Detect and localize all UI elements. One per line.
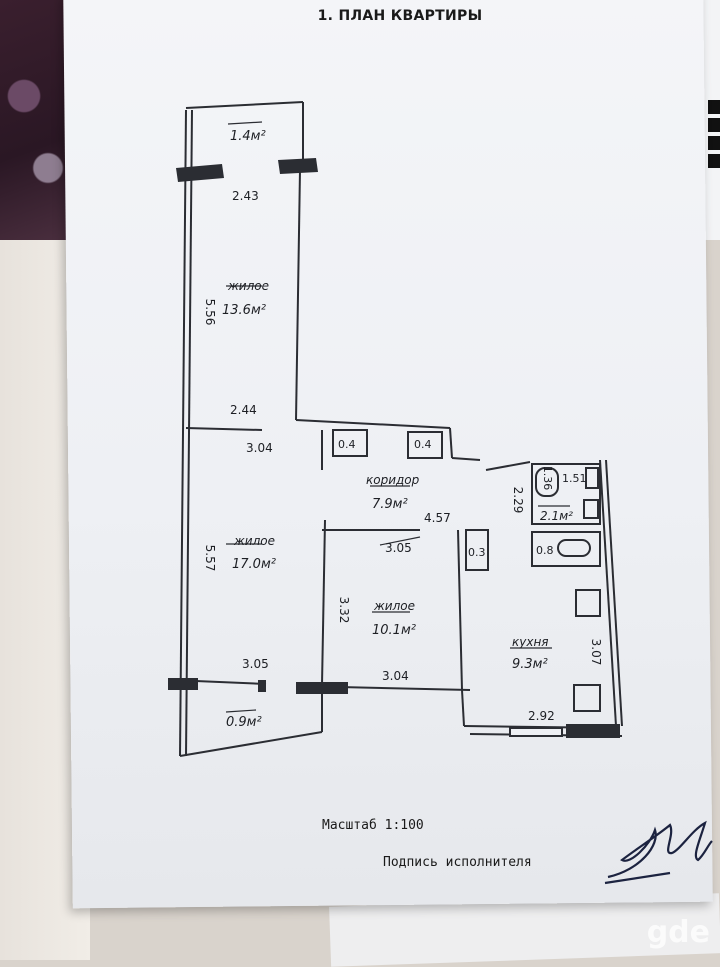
dim-4-57: 4.57 <box>424 511 451 525</box>
room3-left-wall <box>321 519 326 686</box>
closet-1-box <box>332 429 368 457</box>
dim-2-92: 2.92 <box>528 709 555 723</box>
page-edge-mark <box>708 118 720 132</box>
window-room3 <box>296 682 348 694</box>
dim-2-29: 2.29 <box>511 487 525 514</box>
kitchen-right-wall <box>599 459 617 727</box>
room-1-name: жилое <box>227 279 269 293</box>
toilet-icon <box>557 539 591 557</box>
page-title: 1. ПЛАН КВАРТИРЫ <box>317 8 483 24</box>
toilet-area: 0.8 <box>536 544 554 557</box>
dim-3-07: 3.07 <box>589 639 603 666</box>
dim-5-57: 5.57 <box>203 545 217 572</box>
bathroom-area: 2.1м² <box>540 509 573 523</box>
window-bottom-left <box>168 678 198 690</box>
kitchen-area: 9.3м² <box>512 657 548 672</box>
sink-2-icon <box>583 499 599 519</box>
bathroom-box <box>531 463 601 525</box>
room1-right-wall <box>295 169 301 421</box>
outer-wall-left <box>179 109 187 757</box>
room-3-name: жилое <box>373 599 415 613</box>
kitchen-step <box>461 689 465 727</box>
room3-right-wall <box>457 529 463 691</box>
dim-3-05-left: 3.05 <box>242 657 269 671</box>
toilet-box <box>531 531 601 567</box>
room-divider-left <box>185 427 263 431</box>
niche-box <box>465 529 489 571</box>
stove-icon <box>573 684 601 712</box>
corridor-step-wall <box>449 427 453 459</box>
dim-2-44: 2.44 <box>230 403 257 417</box>
outer-wall-left-inner <box>185 109 193 757</box>
dim-3-05-room3: 3.05 <box>385 541 412 555</box>
window-kitchen <box>509 727 563 737</box>
page-edge-mark <box>708 136 720 150</box>
window-bottom-mid <box>258 680 266 692</box>
dim-1-36: 1.36 <box>541 466 554 491</box>
window-top-right <box>278 158 318 174</box>
kitchen-right-wall-2 <box>605 459 623 727</box>
bathtub-icon <box>535 467 559 497</box>
page-edge-mark <box>708 154 720 168</box>
dim-5-56: 5.56 <box>203 299 217 326</box>
corridor-area: 7.9м² <box>372 497 408 512</box>
kitchen-name: кухня <box>512 635 549 649</box>
window-kitchen-2 <box>566 724 620 738</box>
dim-3-04-top: 3.04 <box>246 441 273 455</box>
room-2-name: жилое <box>233 534 275 548</box>
corridor-top-wall <box>295 419 451 429</box>
room-1-area: 13.6м² <box>222 303 266 318</box>
balcony-bottom-area: 0.9м² <box>226 715 262 730</box>
balcony-top-edge <box>185 101 304 109</box>
dim-2-43: 2.43 <box>232 189 259 203</box>
bath-entry-wall <box>485 461 531 471</box>
corridor-step-wall-2 <box>451 457 481 461</box>
page-edge-mark <box>708 100 720 114</box>
signature-scribble <box>604 820 713 885</box>
closet-1-area: 0.4 <box>338 438 356 451</box>
room-2-area: 17.0м² <box>232 557 276 572</box>
watermark-logo: gde <box>646 915 710 950</box>
kitchen-sink-icon <box>575 589 601 617</box>
balcony-bottom-edge <box>179 731 323 757</box>
window-top-left <box>176 164 224 182</box>
dim-3-32: 3.32 <box>337 597 351 624</box>
room-3-area: 10.1м² <box>372 623 416 638</box>
signature-label: Подпись исполнителя <box>383 855 532 870</box>
niche-area: 0.3 <box>468 546 486 559</box>
sink-icon <box>585 467 599 489</box>
closet-2-area: 0.4 <box>414 438 432 451</box>
closet-2-box <box>407 431 443 459</box>
corridor-name: коридор <box>366 473 420 487</box>
dim-3-04-bottom: 3.04 <box>382 669 409 683</box>
dim-1-51: 1.51 <box>562 472 587 485</box>
scale-label: Масштаб 1:100 <box>322 818 424 833</box>
balcony-top-area: 1.4м² <box>230 129 266 144</box>
